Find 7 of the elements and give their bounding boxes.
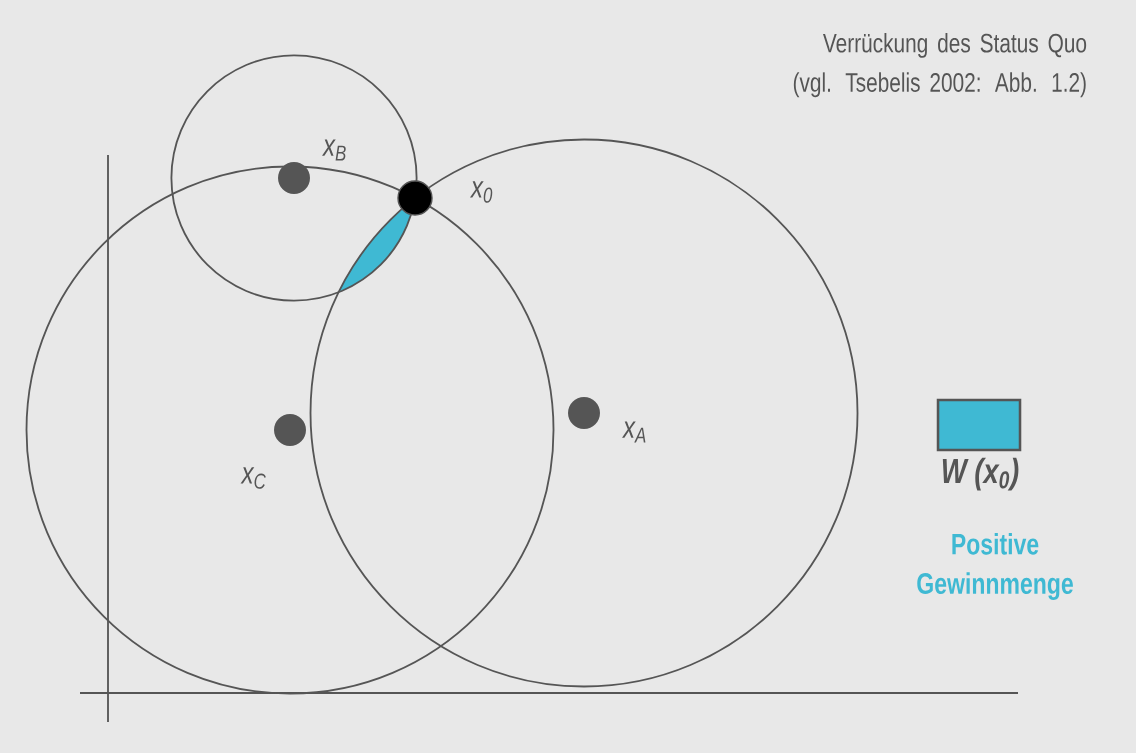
point-label: x$_{C}$ bbox=[240, 467, 266, 489]
legend-label: W (x$_{0}$) bbox=[942, 457, 1019, 491]
title: Verrückung des Status Quo (vgl. Tsebelis 2002: Abb. 1.2) bbox=[793, 32, 1087, 98]
point-label: x$_{A}$ bbox=[622, 421, 646, 443]
point-label: x$_{0}$ bbox=[469, 181, 493, 203]
point-label: x$_{B}$ bbox=[322, 139, 346, 161]
legend-note: Positive Gewinnmenge bbox=[917, 533, 1073, 600]
